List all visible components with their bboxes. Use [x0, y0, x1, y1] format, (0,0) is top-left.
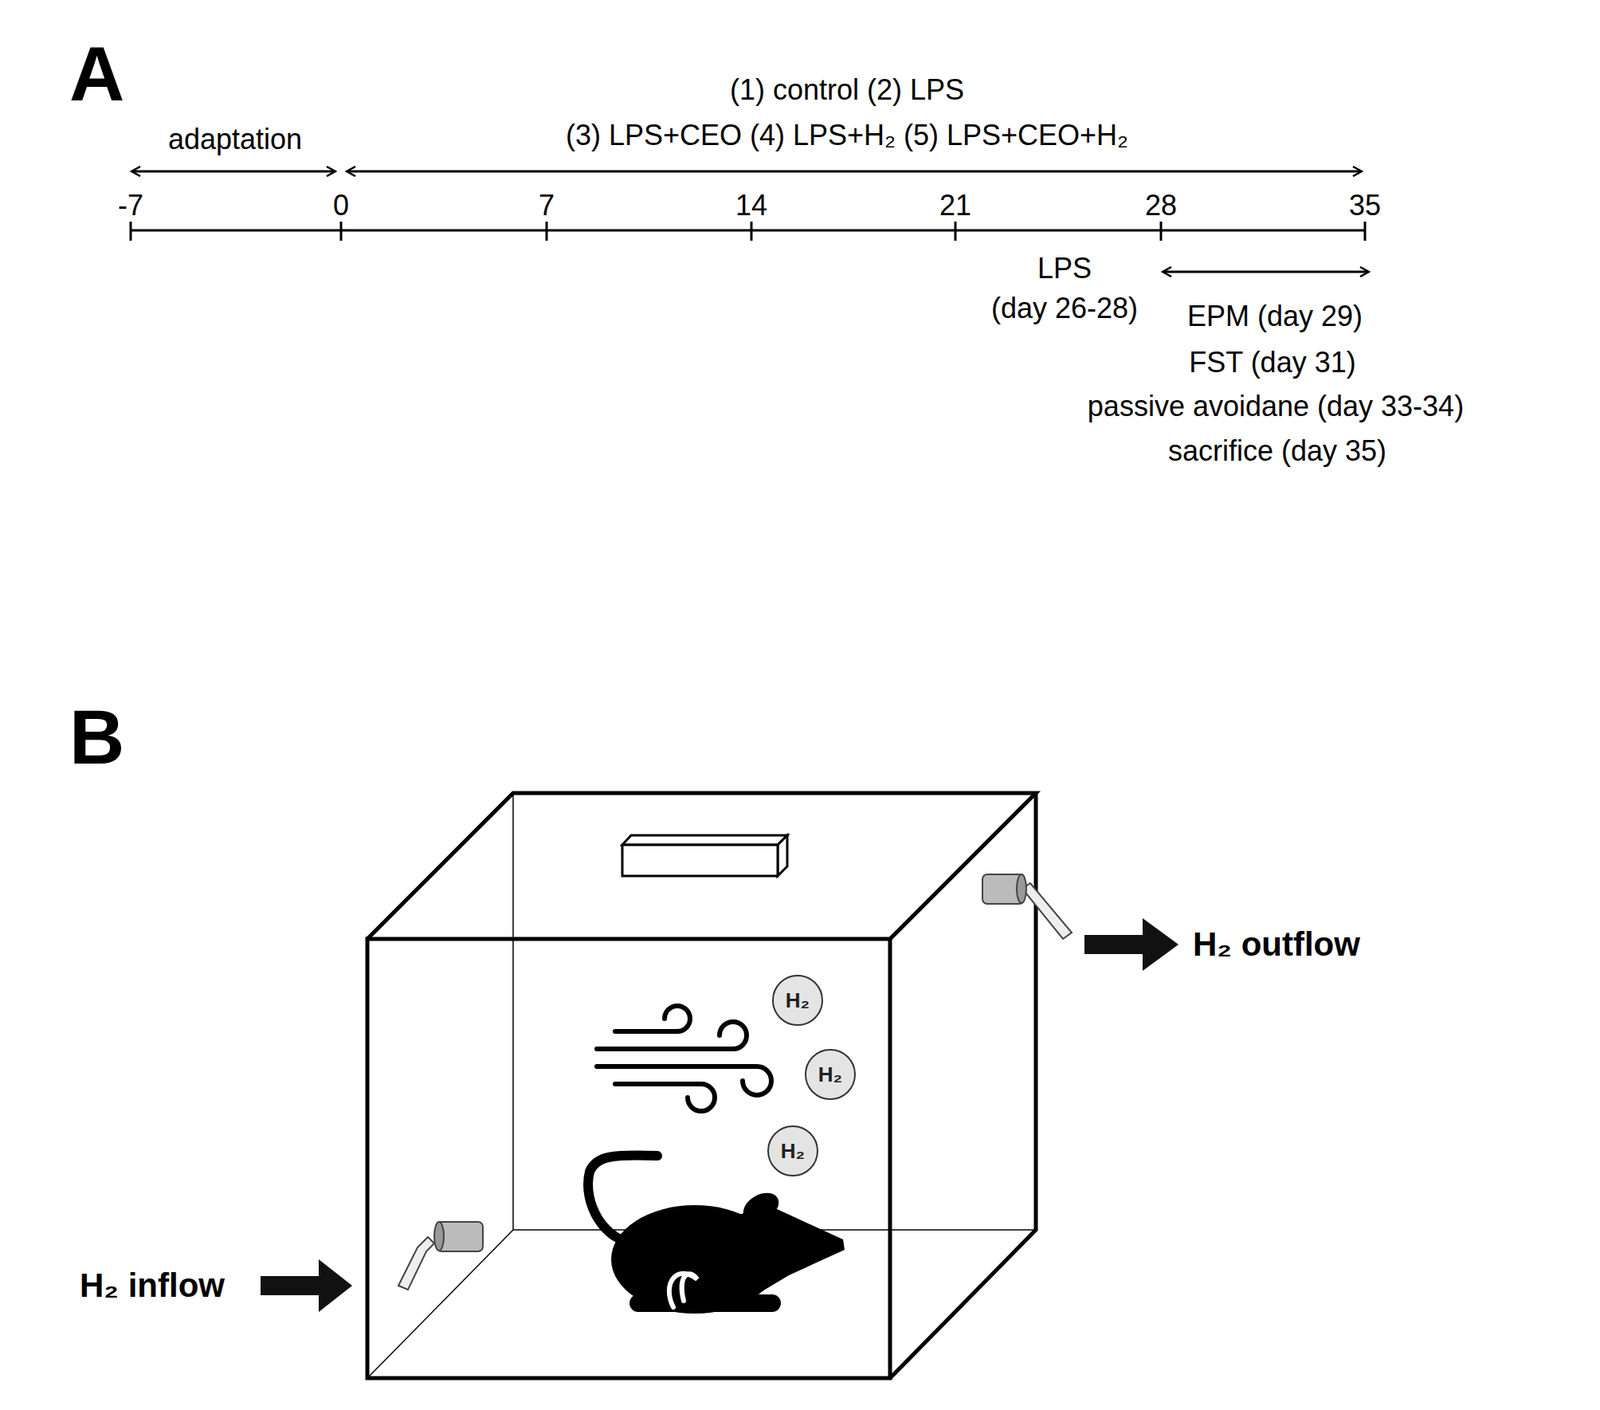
gas-molecule: H₂	[767, 1125, 819, 1177]
mouse-silhouette	[588, 1154, 845, 1314]
phase-label: adaptation	[168, 123, 302, 156]
test-arrow	[1163, 270, 1369, 274]
panel-letter: A	[69, 31, 125, 117]
test-label: passive avoidane (day 33-34)	[1087, 390, 1464, 423]
group-label: (1) control (2) LPS	[729, 74, 965, 106]
day-tick: 21	[939, 189, 972, 222]
day-tick: 14	[735, 189, 768, 222]
group-label: (3) LPS+CEO (4) LPS+H₂ (5) LPS+CEO+H₂	[565, 119, 1129, 152]
inlet-nozzle	[398, 1221, 483, 1290]
gas-molecule: H₂	[772, 974, 824, 1026]
test-label: sacrifice (day 35)	[1168, 435, 1387, 467]
outlet-nozzle	[982, 874, 1072, 939]
adaptation-arrow	[132, 170, 335, 173]
day-tick: 35	[1349, 189, 1381, 222]
inflow-arrow	[260, 1258, 353, 1312]
test-label: EPM (day 29)	[1187, 300, 1363, 333]
gas-molecule: H₂	[804, 1048, 856, 1100]
wind-symbol	[596, 1005, 772, 1111]
chamber-handle	[622, 835, 788, 876]
treatment-arrow	[347, 170, 1361, 173]
chamber	[367, 792, 1036, 1378]
flow-label: H₂ outflow	[1192, 925, 1361, 963]
molecule-label: H₂	[780, 1138, 805, 1164]
day-tick: -7	[117, 189, 144, 222]
molecule-label: H₂	[818, 1062, 843, 1087]
day-tick: 28	[1145, 189, 1177, 222]
time-axis	[130, 221, 1365, 241]
day-tick: 0	[333, 189, 350, 222]
panel-letter: B	[69, 694, 125, 780]
flow-label: H₂ inflow	[79, 1266, 225, 1304]
test-label: FST (day 31)	[1188, 346, 1356, 379]
event-label: LPS	[1037, 252, 1092, 285]
event-label: (day 26-28)	[991, 292, 1138, 325]
molecule-label: H₂	[785, 988, 810, 1013]
outflow-arrow	[1084, 917, 1179, 971]
day-tick: 7	[538, 189, 555, 222]
